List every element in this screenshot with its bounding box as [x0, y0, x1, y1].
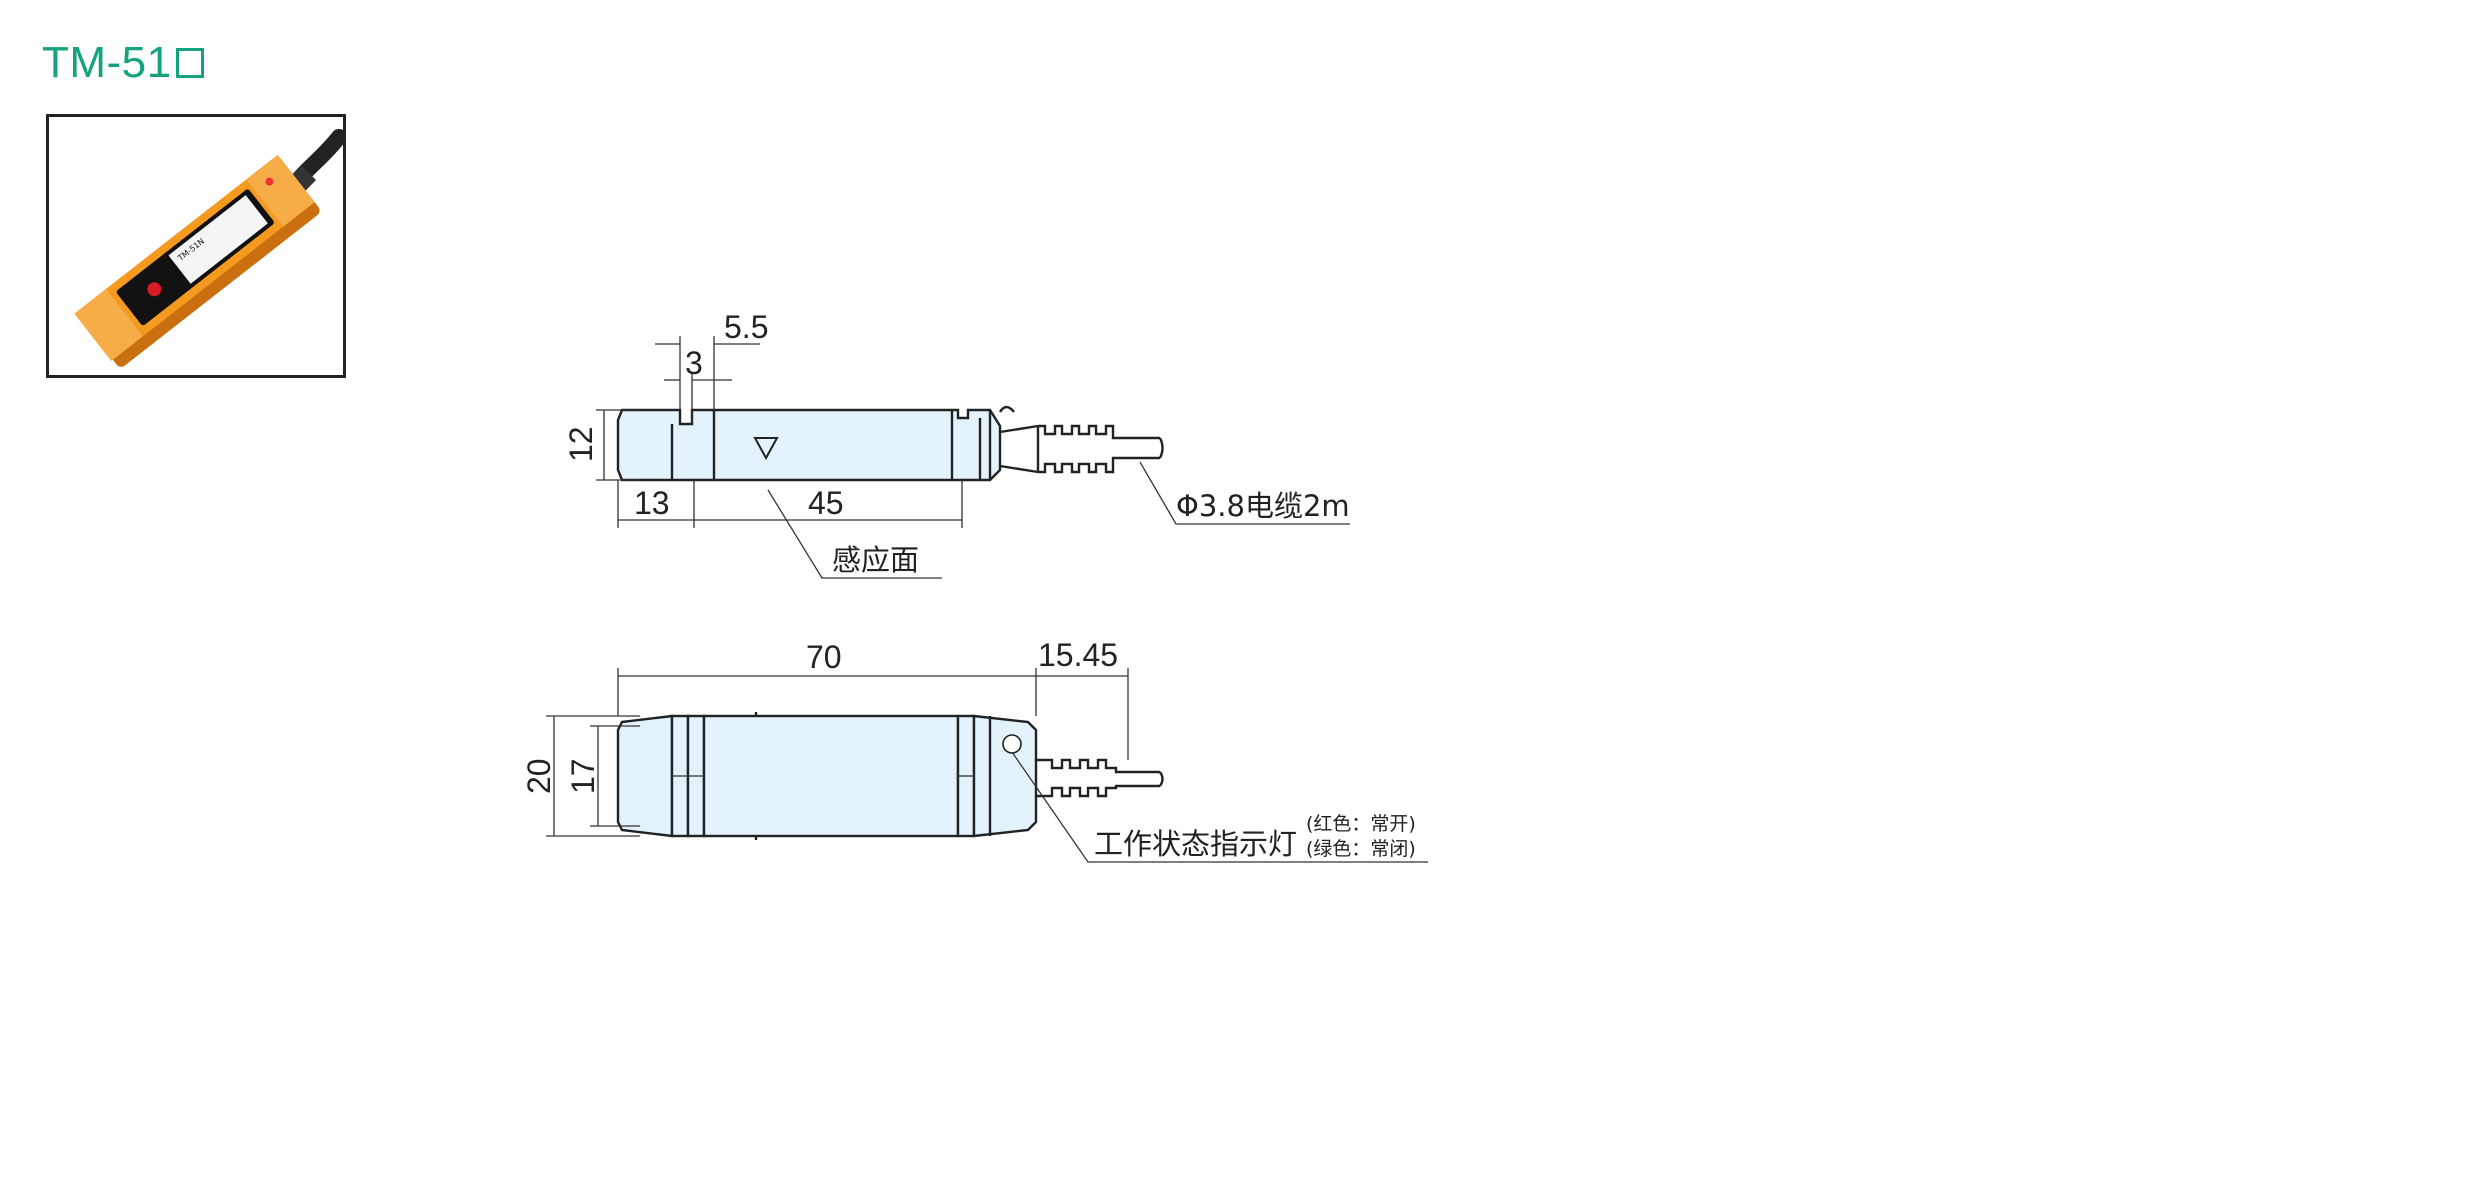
side-view-cable: [1036, 758, 1164, 798]
side-view: 70 15.45 20 17 工作状态指示灯 (红色：常开) (绿色：常闭): [521, 637, 1428, 863]
cable-label: Φ3.8电缆2m: [1176, 489, 1350, 523]
sensing-surface-label: 感应面: [832, 543, 919, 577]
dim-cable-offset: 15.45: [1038, 637, 1118, 673]
dim-body-length: 70: [806, 639, 842, 675]
indicator-led-icon: [1002, 734, 1022, 754]
indicator-note-red: (红色：常开): [1306, 813, 1416, 835]
model-suffix-box: [175, 48, 204, 78]
dim-slot-offset: 5.5: [724, 309, 768, 345]
dim-height: 12: [563, 426, 599, 462]
dim-sense-length: 45: [808, 485, 844, 521]
dim-left-length: 13: [634, 485, 670, 521]
dim-outer-height: 20: [521, 758, 557, 794]
indicator-note-green: (绿色：常闭): [1306, 838, 1416, 860]
top-view-cable: [999, 424, 1164, 474]
dim-inner-height: 17: [565, 758, 601, 794]
dim-slot-width: 3: [685, 345, 703, 381]
product-photo-image: TM-51N: [74, 129, 343, 367]
sensing-triangle-icon: [753, 437, 779, 461]
product-title: TM-51: [42, 38, 204, 88]
indicator-label: 工作状态指示灯: [1094, 827, 1297, 861]
top-view: 5.5 3 12 13 45 感应面 Φ3.8电缆2m: [563, 309, 1350, 579]
product-photo: TM-51N: [46, 114, 346, 378]
product-title-text: TM-51: [42, 38, 172, 87]
top-view-body: [616, 408, 1002, 482]
